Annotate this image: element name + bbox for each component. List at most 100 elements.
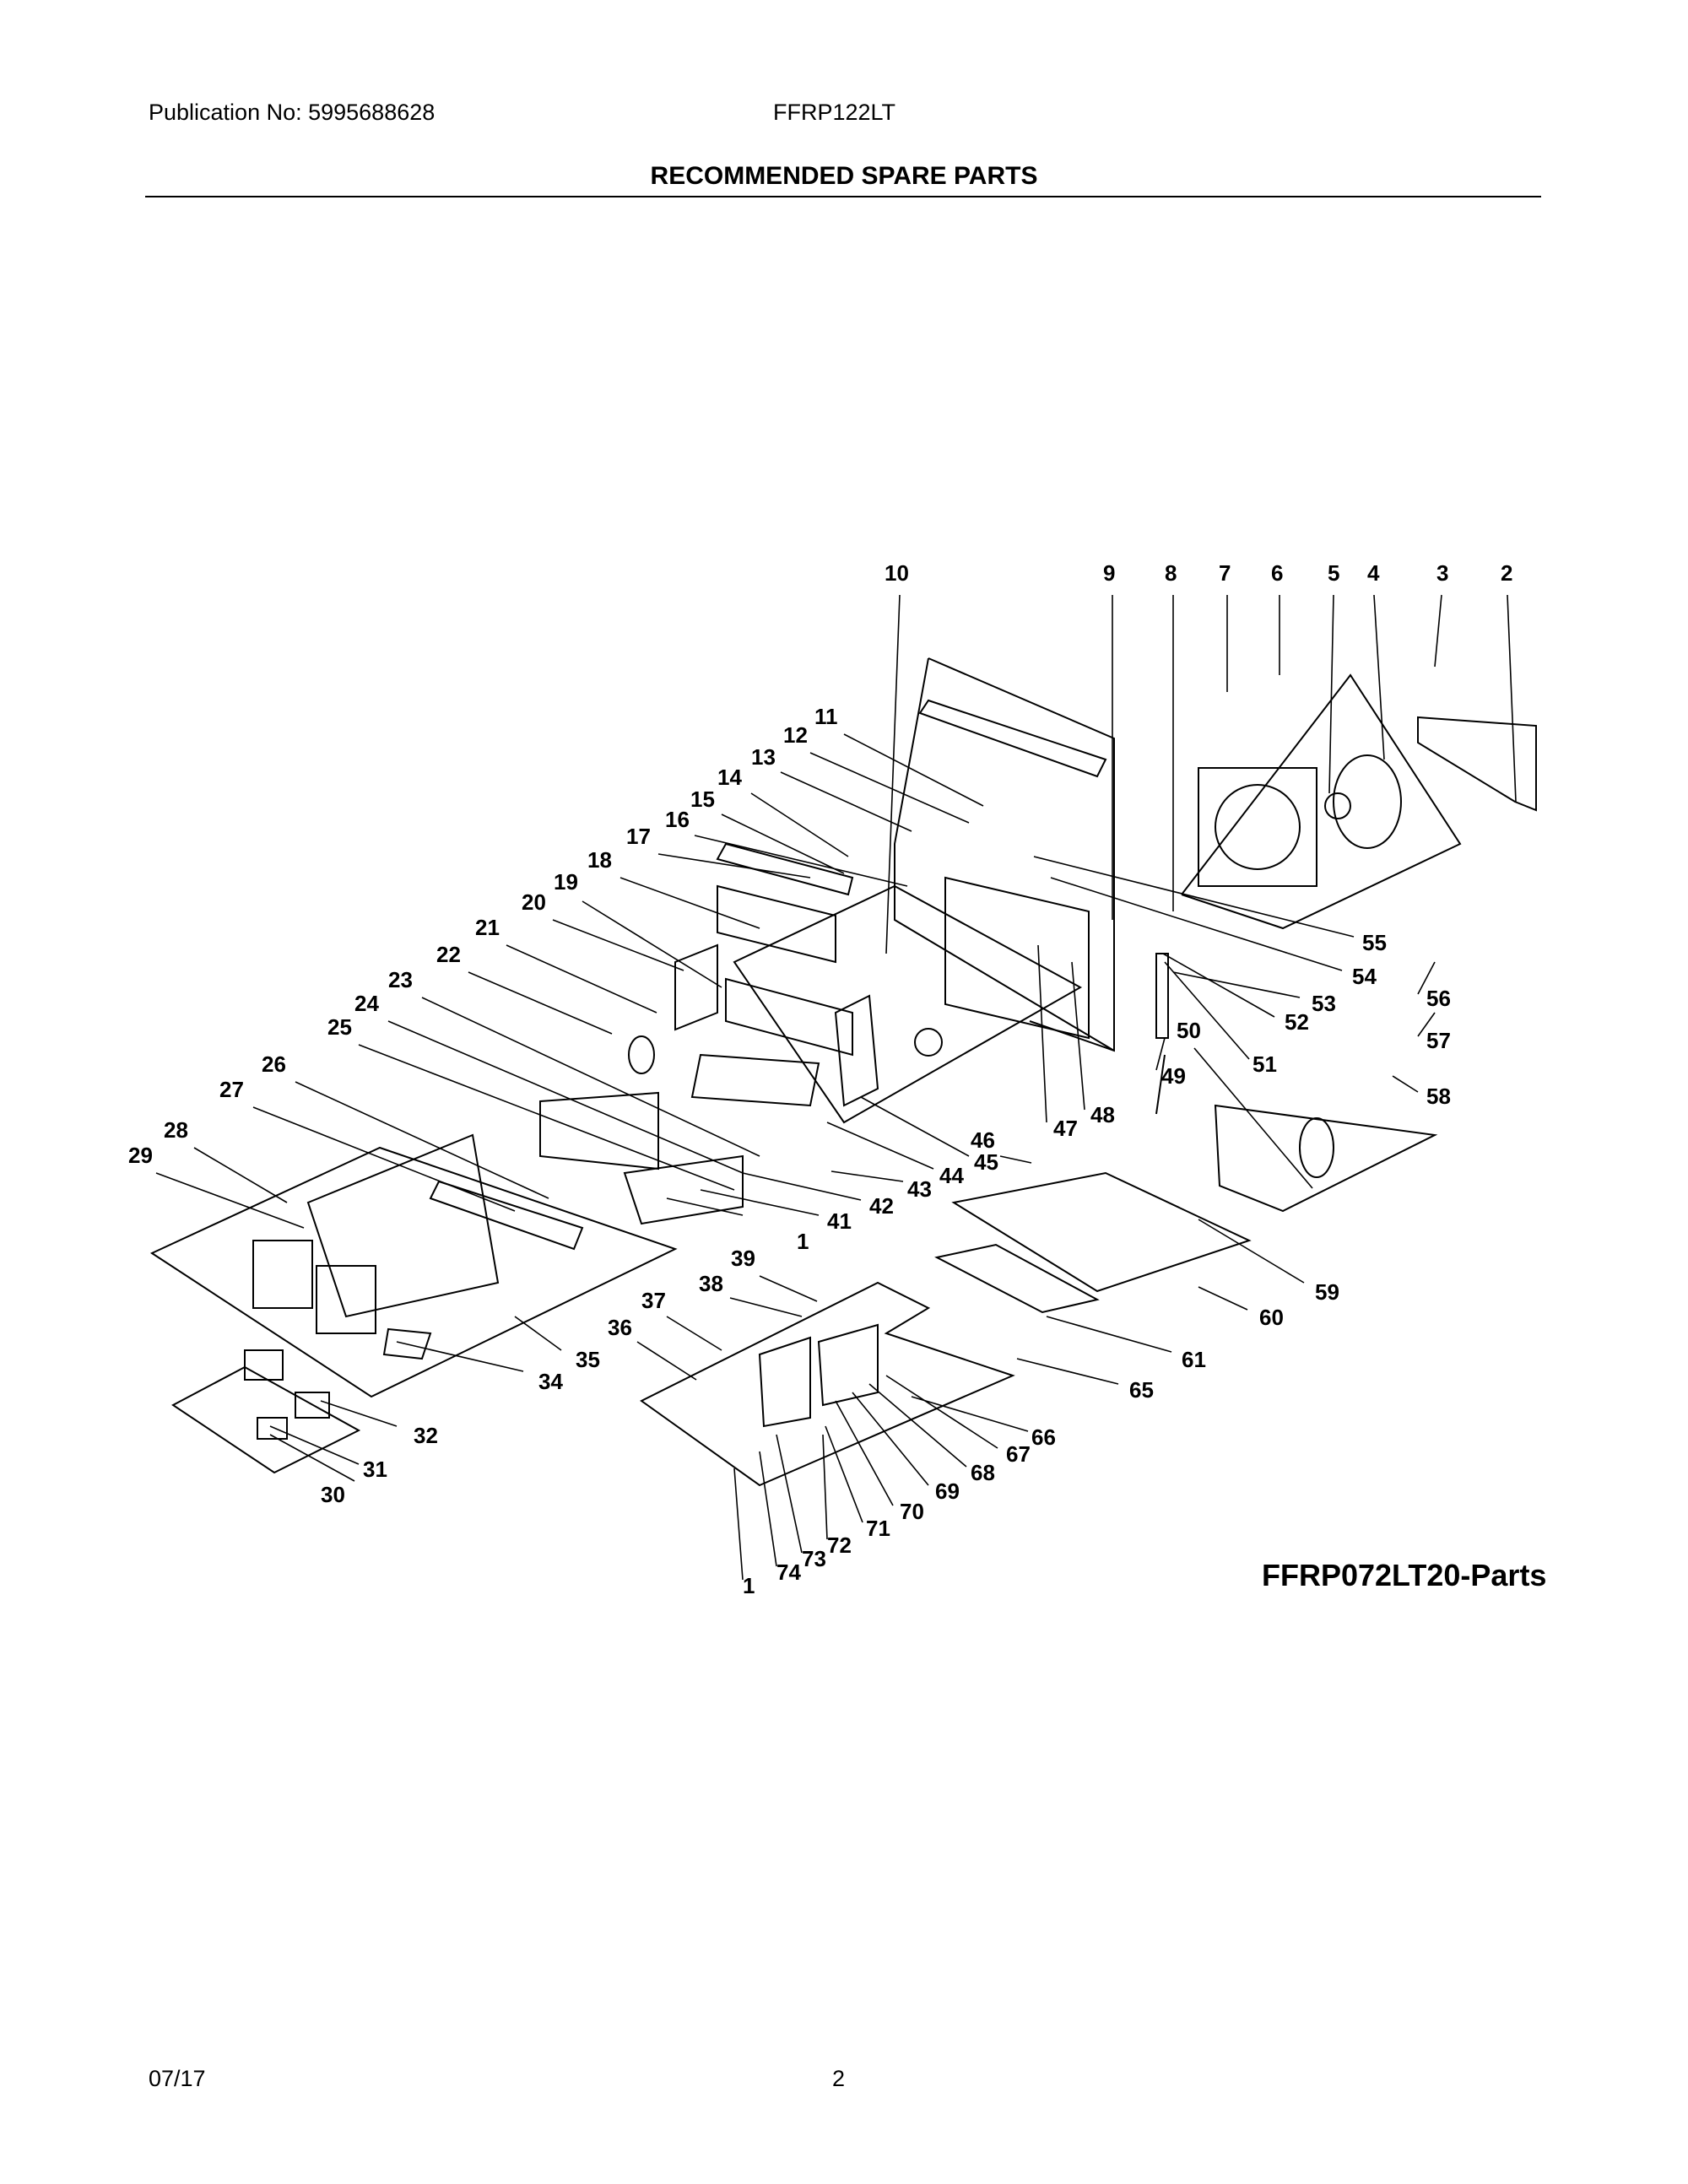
callout-36: 36	[608, 1315, 632, 1340]
leader-line-48	[1071, 961, 1085, 1111]
drain-pan-indoor	[623, 1154, 744, 1225]
leader-line-70	[835, 1400, 894, 1506]
blower-wheel-end	[628, 1035, 655, 1074]
callout-54: 54	[1352, 964, 1377, 989]
callout-1: 1	[797, 1229, 809, 1254]
callout-18: 18	[587, 847, 612, 873]
leader-line-17	[657, 853, 811, 878]
callout-39: 39	[731, 1246, 755, 1271]
callout-28: 28	[164, 1117, 188, 1143]
intake-grille-left	[252, 1240, 313, 1309]
electrical-group-outline	[640, 1281, 1015, 1487]
callout-1: 1	[743, 1573, 755, 1598]
leader-line-68	[868, 1383, 967, 1468]
electrical-components	[817, 1323, 879, 1407]
condenser-shroud	[1198, 767, 1317, 887]
callout-46: 46	[971, 1127, 995, 1153]
callout-61: 61	[1182, 1347, 1206, 1372]
leader-line-4	[1373, 594, 1385, 760]
callout-21: 21	[475, 915, 500, 940]
leader-line-52	[1162, 953, 1275, 1018]
front-cabinet	[306, 1133, 500, 1318]
leader-line-30	[269, 1434, 355, 1482]
callout-8: 8	[1165, 560, 1177, 586]
top-cover-rail	[918, 699, 1107, 778]
fan-motor	[1324, 792, 1351, 819]
leader-line-58	[1392, 1075, 1419, 1093]
compressor	[1299, 1117, 1334, 1178]
callout-22: 22	[436, 942, 461, 967]
suction-pipe	[1155, 1054, 1166, 1115]
leader-line-21	[506, 944, 657, 1014]
callout-43: 43	[907, 1176, 932, 1202]
callout-12: 12	[783, 722, 808, 748]
leader-line-2	[1507, 594, 1517, 803]
control-chassis-box	[944, 876, 1090, 1040]
discharge-grille	[429, 1180, 584, 1251]
blower-scroll	[725, 977, 853, 1057]
leader-line-34	[396, 1341, 524, 1372]
callout-20: 20	[522, 889, 546, 915]
leader-line-72	[822, 1434, 828, 1540]
leader-line-49	[1155, 1037, 1166, 1071]
control-panel-door	[382, 1327, 432, 1360]
leader-line-18	[619, 877, 760, 929]
leader-line-1	[666, 1197, 744, 1216]
model-number: FFRP122LT	[773, 100, 896, 125]
callout-35: 35	[576, 1347, 600, 1372]
callout-34: 34	[538, 1369, 563, 1394]
leader-line-22	[468, 971, 613, 1035]
callout-44: 44	[939, 1163, 964, 1188]
leader-line-25	[358, 1044, 735, 1191]
callout-2: 2	[1501, 560, 1512, 586]
callout-58: 58	[1426, 1084, 1451, 1109]
display-board	[295, 1392, 330, 1419]
callout-3: 3	[1436, 560, 1448, 586]
leader-line-53	[1172, 971, 1301, 998]
callout-57: 57	[1426, 1028, 1451, 1053]
callout-26: 26	[262, 1051, 286, 1077]
leader-line-43	[830, 1170, 904, 1182]
callout-9: 9	[1103, 560, 1115, 586]
callout-60: 60	[1259, 1305, 1284, 1330]
intake-grille-right	[316, 1265, 376, 1334]
leader-line-50	[1193, 1047, 1313, 1189]
upper-frame-outline	[894, 657, 1115, 1051]
page-number: 2	[832, 2066, 846, 2091]
leader-line-20	[552, 919, 684, 971]
callout-69: 69	[935, 1479, 960, 1504]
callout-41: 41	[827, 1208, 852, 1234]
callout-55: 55	[1362, 930, 1387, 955]
callout-56: 56	[1426, 986, 1451, 1011]
callout-4: 4	[1367, 560, 1380, 586]
callout-10: 10	[885, 560, 909, 586]
leader-line-51	[1164, 961, 1250, 1060]
callout-23: 23	[388, 967, 413, 992]
callout-59: 59	[1315, 1279, 1339, 1305]
leader-line-1	[733, 1468, 744, 1581]
leader-line-14	[750, 792, 849, 857]
callout-17: 17	[626, 824, 651, 849]
capillary-tube	[1155, 953, 1169, 1039]
callout-53: 53	[1312, 991, 1336, 1016]
callout-65: 65	[1129, 1377, 1154, 1403]
callout-32: 32	[414, 1423, 438, 1448]
callout-49: 49	[1161, 1063, 1186, 1089]
condenser-coil	[1417, 716, 1537, 812]
callout-30: 30	[321, 1482, 345, 1507]
header-rule	[145, 196, 1541, 197]
leader-line-41	[700, 1189, 820, 1216]
leader-line-55	[1033, 856, 1355, 938]
callout-66: 66	[1031, 1424, 1056, 1450]
callout-74: 74	[776, 1560, 801, 1585]
callout-47: 47	[1053, 1116, 1078, 1141]
revision-date: 07/17	[149, 2066, 206, 2091]
leader-line-60	[1198, 1286, 1248, 1311]
leader-line-39	[759, 1275, 818, 1302]
callout-72: 72	[827, 1533, 852, 1558]
leader-line-37	[666, 1316, 722, 1351]
page-title: RECOMMENDED SPARE PARTS	[650, 162, 1038, 190]
leader-line-46	[999, 1155, 1032, 1164]
remote-control	[244, 1349, 284, 1381]
callout-19: 19	[554, 869, 578, 895]
